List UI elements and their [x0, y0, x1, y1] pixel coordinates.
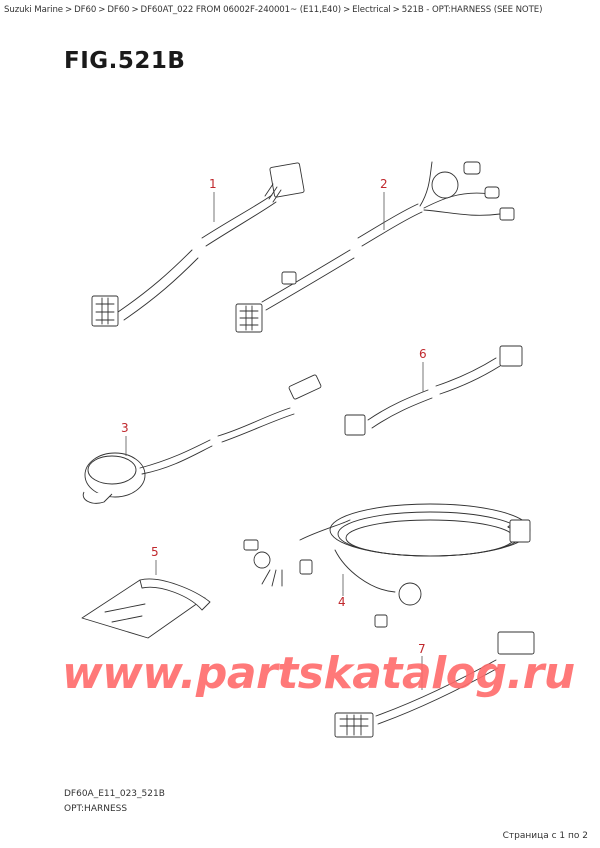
- breadcrumb-separator: >: [98, 5, 106, 15]
- breadcrumb-separator: >: [343, 5, 351, 15]
- pagination: Страница с 1 по 2: [502, 831, 588, 841]
- breadcrumb-separator: >: [65, 5, 73, 15]
- callout-5[interactable]: 5: [151, 545, 159, 559]
- breadcrumb-separator: >: [392, 5, 400, 15]
- part-2-harness[interactable]: [235, 161, 515, 333]
- watermark: www.partskatalog.ru: [62, 648, 575, 699]
- callout-1[interactable]: 1: [209, 177, 217, 191]
- breadcrumb-item-df60[interactable]: DF60: [74, 5, 97, 15]
- figure-title: FIG.521B: [64, 48, 186, 74]
- breadcrumb-item-current: 521B - OPT:HARNESS (SEE NOTE): [401, 5, 543, 15]
- part-6-harness[interactable]: [344, 345, 523, 436]
- breadcrumb: Suzuki Marine>DF60>DF60>DF60AT_022 FROM …: [4, 5, 542, 15]
- breadcrumb-item-df60-2[interactable]: DF60: [107, 5, 130, 15]
- breadcrumb-item-suzuki-marine[interactable]: Suzuki Marine: [4, 5, 63, 15]
- callout-2[interactable]: 2: [380, 177, 388, 191]
- part-1-harness[interactable]: [91, 162, 305, 327]
- figure-subtitle: OPT:HARNESS: [64, 804, 128, 814]
- breadcrumb-separator: >: [131, 5, 139, 15]
- part-4-main-harness[interactable]: [243, 503, 531, 628]
- callout-3[interactable]: 3: [121, 421, 129, 435]
- breadcrumb-item-model[interactable]: DF60AT_022 FROM 06002F-240001~ (E11,E40): [140, 5, 342, 15]
- breadcrumb-item-electrical[interactable]: Electrical: [352, 5, 391, 15]
- part-3-buzzer[interactable]: [82, 374, 322, 504]
- part-7-adapter-harness[interactable]: [334, 631, 535, 738]
- callout-4[interactable]: 4: [338, 595, 346, 609]
- figure-code: DF60A_E11_023_521B: [64, 789, 165, 799]
- callout-6[interactable]: 6: [419, 347, 427, 361]
- callout-7[interactable]: 7: [418, 642, 426, 656]
- part-5-instruction-sheet[interactable]: [81, 578, 211, 639]
